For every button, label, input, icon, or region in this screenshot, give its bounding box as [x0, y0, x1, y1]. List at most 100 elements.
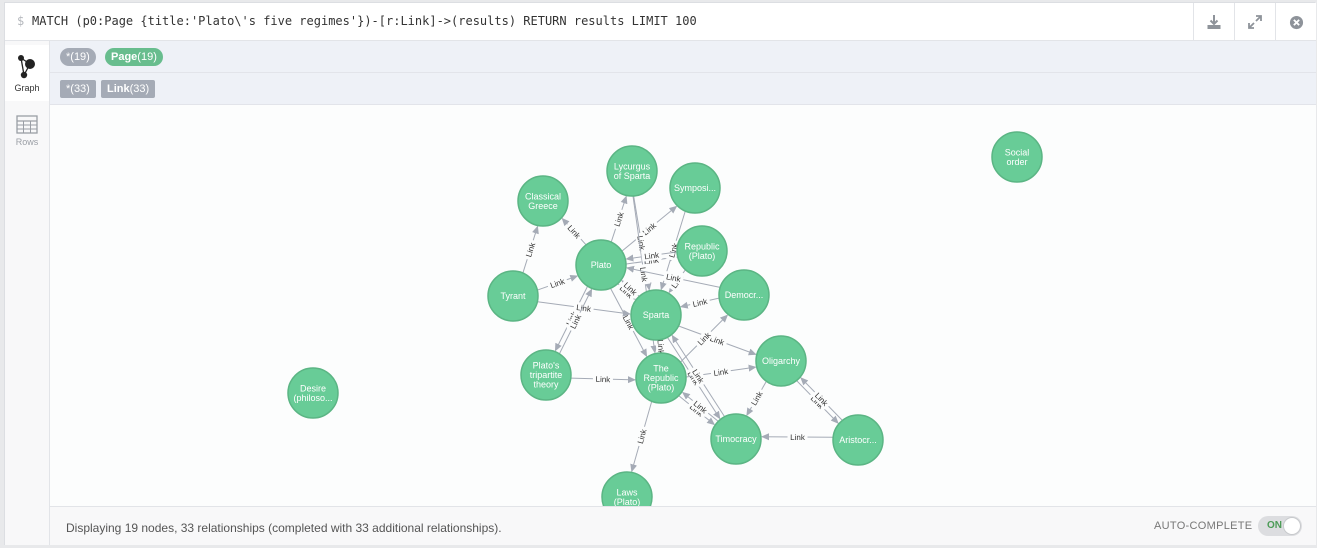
graph-svg[interactable]: LinkLinkLinkLinkLinkLinkLinkLinkLinkLink…: [50, 105, 1316, 506]
node-aristocr[interactable]: Aristocr...: [832, 414, 884, 466]
node-circle[interactable]: [755, 335, 807, 387]
relationship-label: Link: [655, 339, 665, 355]
relationship-label-bg: [811, 388, 833, 410]
relationship-label: Link: [638, 267, 649, 284]
relationship-label-bg: [566, 310, 585, 333]
node-circle[interactable]: [287, 367, 339, 419]
node-caption: Classical: [525, 191, 561, 201]
node-circle[interactable]: [606, 145, 658, 197]
close-frame-button[interactable]: [1275, 3, 1316, 41]
node-caption: Desire: [300, 383, 326, 393]
download-button[interactable]: [1193, 3, 1234, 41]
relationship-republic2-laws[interactable]: Link: [630, 401, 653, 473]
relationship-label-bg: [546, 274, 569, 292]
node-circle[interactable]: [601, 471, 653, 506]
relationship-label: Link: [636, 427, 649, 445]
node-circle[interactable]: [710, 413, 762, 465]
relationship-tyrant-classical[interactable]: Link: [522, 225, 539, 274]
node-caption: Social: [1005, 147, 1030, 157]
relationship-label-bg: [747, 387, 766, 410]
relationship-label-bg: [619, 278, 642, 299]
relationship-label: Link: [692, 297, 709, 309]
node-caption: (Plato): [689, 251, 716, 261]
node-caption: theory: [533, 380, 559, 390]
graph-view-button[interactable]: Graph: [5, 45, 49, 101]
expand-icon: [1248, 15, 1262, 29]
autocomplete-toggle[interactable]: ON: [1258, 516, 1302, 536]
status-footer: Displaying 19 nodes, 33 relationships (c…: [50, 506, 1316, 545]
rows-view-button[interactable]: Rows: [5, 103, 49, 159]
download-icon: [1207, 15, 1221, 29]
relationship-plato-classical[interactable]: Link: [561, 217, 587, 246]
node-circle[interactable]: [575, 239, 627, 291]
node-republic1[interactable]: Republic(Plato): [676, 225, 728, 277]
node-caption: Plato's: [533, 361, 560, 371]
node-symposium[interactable]: Symposi...: [669, 162, 721, 214]
relationship-label: Link: [665, 272, 682, 284]
node-caption: Greece: [528, 201, 558, 211]
relationship-plato-symposium[interactable]: Link: [621, 205, 678, 252]
relationship-democr-sparta[interactable]: Link: [679, 295, 720, 310]
relationship-oligarchy-timocracy[interactable]: Link: [746, 381, 767, 417]
node-caption: Timocracy: [715, 434, 757, 444]
relationship-aristocr-timocracy[interactable]: Link: [761, 431, 834, 443]
rows-view-label: Rows: [15, 137, 39, 147]
relationship-label-bg: [689, 396, 712, 418]
node-laws[interactable]: Laws(Plato): [601, 471, 653, 506]
autocomplete-label: AUTO-COMPLETE: [1154, 520, 1253, 532]
node-caption: Republic: [684, 241, 720, 251]
node-circle[interactable]: [517, 175, 569, 227]
relationship-label: Link: [595, 375, 611, 384]
fullscreen-button[interactable]: [1234, 3, 1275, 41]
node-desire[interactable]: Desire(philoso...: [287, 367, 339, 419]
node-circle[interactable]: [991, 131, 1043, 183]
relationship-label-bg: [563, 220, 585, 243]
node-caption: Plato: [591, 260, 612, 270]
relationship-label: Link: [644, 250, 661, 261]
relationship-label-bg: [610, 208, 627, 231]
node-circle[interactable]: [635, 352, 687, 404]
node-circle[interactable]: [630, 289, 682, 341]
node-caption: (Plato): [648, 383, 675, 393]
link-type-tag[interactable]: Link(33): [101, 80, 156, 98]
relationship-sparta-oligarchy[interactable]: Link: [678, 325, 757, 356]
relationship-tripartite-plato[interactable]: Link: [558, 288, 593, 354]
relationship-aristocr-oligarchy[interactable]: Link: [800, 377, 843, 421]
result-frame: $ MATCH (p0:Page {title:'Plato\'s five r…: [4, 2, 1316, 545]
node-sparta[interactable]: Sparta: [630, 289, 682, 341]
node-oligarchy[interactable]: Oligarchy: [755, 335, 807, 387]
node-circle[interactable]: [669, 162, 721, 214]
page-label-tag[interactable]: Page(19): [105, 48, 163, 66]
relationship-republic2-sparta[interactable]: Link: [655, 336, 667, 358]
node-circle[interactable]: [676, 225, 728, 277]
page-label-name: Page: [111, 51, 138, 63]
graph-icon: [18, 55, 35, 79]
relationship-tyrant-plato[interactable]: Link: [537, 274, 579, 292]
relationship-tyrant-sparta[interactable]: Link: [537, 301, 631, 317]
relationship-plato-lycurgus[interactable]: Link: [610, 195, 628, 243]
node-circle[interactable]: [520, 349, 572, 401]
node-plato[interactable]: Plato: [575, 239, 627, 291]
node-caption: Republic: [643, 373, 679, 383]
autocomplete-toggle-state: ON: [1267, 520, 1282, 531]
node-tyrant[interactable]: Tyrant: [487, 270, 539, 322]
node-democr[interactable]: Democr...: [718, 269, 770, 321]
node-caption: order: [1006, 157, 1027, 167]
relationship-republic1-plato[interactable]: Link: [625, 249, 677, 262]
all-relationships-tag[interactable]: *(33): [60, 80, 96, 98]
relationship-label-bg: [693, 328, 715, 350]
node-circle[interactable]: [718, 269, 770, 321]
command-query[interactable]: MATCH (p0:Page {title:'Plato\'s five reg…: [32, 14, 697, 28]
node-circle[interactable]: [832, 414, 884, 466]
relationship-tripartite-republic2[interactable]: Link: [570, 373, 636, 385]
node-circle[interactable]: [487, 270, 539, 322]
all-nodes-tag[interactable]: *(19): [60, 48, 96, 66]
node-timocracy[interactable]: Timocracy: [710, 413, 762, 465]
relationship-democr-plato[interactable]: Link: [625, 265, 721, 288]
